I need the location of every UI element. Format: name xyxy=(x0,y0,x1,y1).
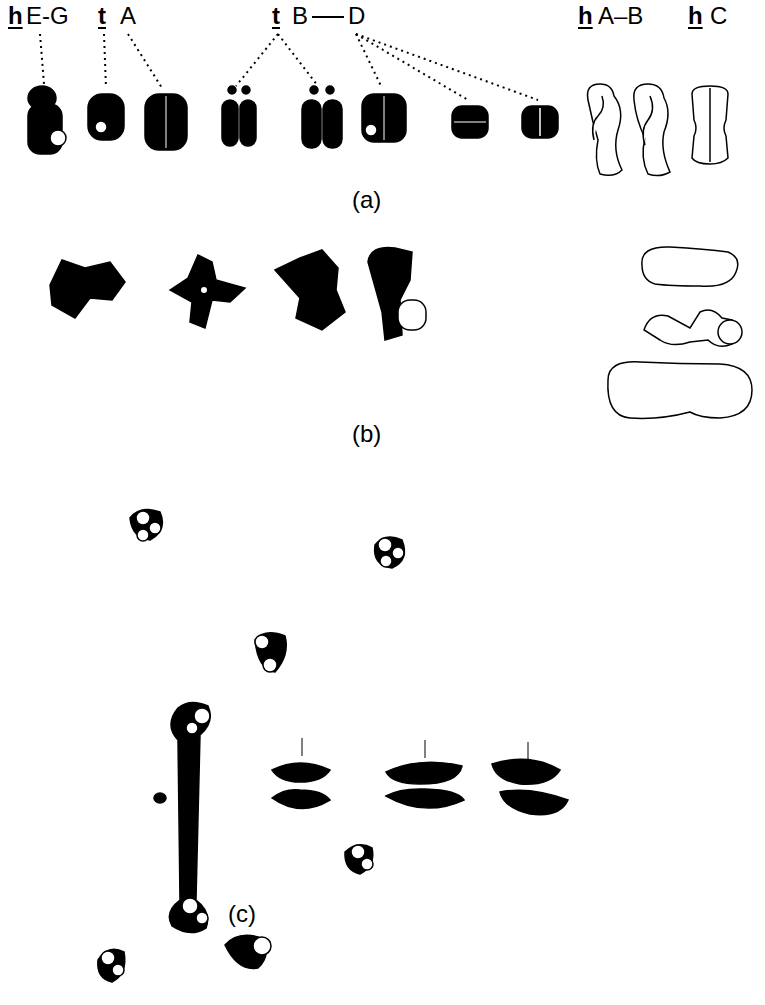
figure-label: D xyxy=(348,2,365,30)
figure-label: C xyxy=(710,2,727,30)
leader-lines xyxy=(40,34,538,100)
bivalent-long xyxy=(154,702,210,932)
figure-label: (a) xyxy=(352,186,381,214)
bivalent-black xyxy=(28,86,558,154)
bivalent-small xyxy=(98,510,405,982)
figure-label: (c) xyxy=(228,900,256,928)
figure-label: h xyxy=(8,2,23,30)
figure-label: A–B xyxy=(598,2,643,30)
dash-rule xyxy=(312,16,344,18)
figure-label: t xyxy=(98,2,106,30)
figure-label: A xyxy=(120,2,136,30)
bivalent-outline xyxy=(588,84,729,176)
bivalent-outline xyxy=(608,247,752,418)
figure-label: (b) xyxy=(352,420,381,448)
figure-label: B xyxy=(292,2,308,30)
figure-label: h xyxy=(578,2,593,30)
figure-label: t xyxy=(272,2,280,30)
bivalent-black xyxy=(50,248,426,340)
figure-label: E-G xyxy=(26,2,69,30)
figure-label: h xyxy=(688,2,703,30)
bivalent-pair xyxy=(272,738,568,815)
